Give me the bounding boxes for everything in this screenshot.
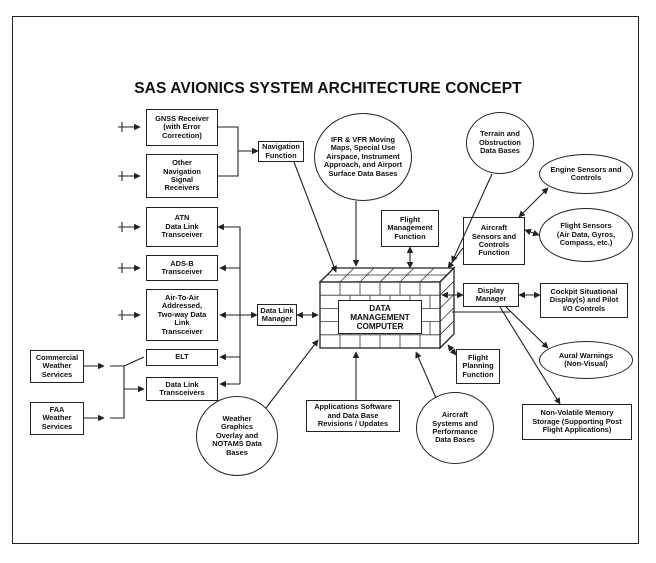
flight-sensors-oval: Flight Sensors (Air Data, Gyros, Compass…: [539, 208, 633, 262]
data-link-manager-label: Data Link Manager: [260, 305, 294, 323]
aural-warnings-label: Aural Warnings (Non-Visual): [558, 350, 614, 368]
display-manager-label: Display Manager: [475, 285, 507, 303]
flight-planning-function-label: Flight Planning Function: [462, 352, 494, 379]
terrain-to-dmc: [451, 173, 493, 263]
elt-box: ELT: [146, 349, 218, 366]
aircraft-sensors-controls-label: Aircraft Sensors and Controls Function: [471, 223, 517, 258]
non-volatile-memory-label: Non-Volatile Memory Storage (Supporting …: [532, 408, 622, 435]
other-navigation-receivers-label: Other Navigation Signal Receivers: [163, 158, 201, 193]
applications-software-label: Applications Software and Data Base Revi…: [314, 402, 392, 429]
data-link-transceivers-label: Data Link Transceivers: [159, 379, 205, 397]
aircraft-systems-performance-db-oval: Aircraft Systems and Performance Data Ba…: [416, 392, 494, 464]
flight-planning-to-dmc: [447, 344, 457, 356]
data-management-computer-label: DATA MANAGEMENT COMPUTER: [338, 300, 422, 334]
faa-weather-services-box: FAA Weather Services: [30, 402, 84, 435]
non-volatile-memory-box: Non-Volatile Memory Storage (Supporting …: [522, 404, 632, 440]
ifr-vfr-maps-database-oval: IFR & VFR Moving Maps, Special Use Airsp…: [314, 113, 412, 201]
ifr-vfr-maps-database-label: IFR & VFR Moving Maps, Special Use Airsp…: [323, 134, 403, 178]
connectors-group: [84, 122, 561, 422]
air-to-air-transceiver-label: Air-To-Air Addressed, Two-way Data Link …: [157, 292, 207, 336]
display-manager-to-memory: [499, 306, 561, 405]
data-link-manager-box: Data Link Manager: [257, 304, 297, 326]
aural-warnings-oval: Aural Warnings (Non-Visual): [539, 341, 633, 379]
flight-planning-function-box: Flight Planning Function: [456, 349, 500, 384]
weather-to-elt: [123, 356, 145, 367]
flight-sensors-label: Flight Sensors (Air Data, Gyros, Compass…: [556, 221, 616, 248]
weather-bus: [110, 365, 125, 419]
flight-management-function-label: Flight Management Function: [387, 214, 433, 241]
dmc-side-face: [439, 266, 455, 350]
cockpit-display-label: Cockpit Situational Display(s) and Pilot…: [549, 286, 619, 313]
nav-function-to-dmc: [293, 161, 337, 273]
atn-transceiver-label: ATN Data Link Transceiver: [161, 213, 203, 240]
diagram-frame: [12, 16, 639, 544]
dmc-side-row: [439, 320, 455, 336]
data-link-transceivers-box: Data Link Transceivers: [146, 377, 218, 401]
faa-weather-services-label: FAA Weather Services: [41, 404, 73, 431]
diagram-title: SAS AVIONICS SYSTEM ARCHITECTURE CONCEPT: [134, 80, 522, 97]
commercial-weather-services-label: Commercial Weather Services: [35, 352, 79, 379]
adsb-transceiver-label: ADS-B Transceiver: [161, 258, 203, 276]
gnss-receiver-label: GNSS Receiver (with Error Correction): [155, 113, 209, 140]
terrain-obstruction-database-label: Terrain and Obstruction Data Bases: [479, 129, 521, 156]
applications-software-box: Applications Software and Data Base Revi…: [306, 400, 400, 432]
other-navigation-receivers-box: Other Navigation Signal Receivers: [146, 154, 218, 198]
elt-label: ELT: [175, 352, 189, 362]
terrain-obstruction-database-oval: Terrain and Obstruction Data Bases: [466, 112, 534, 174]
aircraft-systems-performance-db-label: Aircraft Systems and Performance Data Ba…: [432, 410, 478, 445]
weather-graphics-notams-oval: Weather Graphics Overlay and NOTAMS Data…: [196, 396, 278, 476]
engine-sensors-oval: Engine Sensors and Controls: [539, 154, 633, 194]
cockpit-display-box: Cockpit Situational Display(s) and Pilot…: [540, 283, 628, 318]
data-management-computer-text: DATA MANAGEMENT COMPUTER: [350, 303, 410, 331]
adsb-transceiver-box: ADS-B Transceiver: [146, 255, 218, 281]
commercial-weather-services-box: Commercial Weather Services: [30, 350, 84, 383]
display-manager-to-aural: [505, 306, 549, 349]
receivers-bus: [218, 126, 239, 177]
aircraft-sensors-to-engine-sensors: [518, 187, 549, 218]
weather-graphics-to-dmc: [265, 339, 319, 409]
navigation-function-label: Navigation Function: [262, 142, 300, 160]
aircraft-sensors-controls-box: Aircraft Sensors and Controls Function: [463, 217, 525, 265]
aircraft-sensors-to-dmc: [447, 247, 464, 269]
aircraft-sensors-to-flight-sensors: [524, 228, 540, 237]
weather-graphics-notams-label: Weather Graphics Overlay and NOTAMS Data…: [212, 413, 262, 457]
engine-sensors-label: Engine Sensors and Controls: [550, 164, 622, 182]
gnss-receiver-box: GNSS Receiver (with Error Correction): [146, 109, 218, 146]
aircraft-systems-db-to-dmc: [415, 351, 437, 399]
dmc-side-row: [439, 307, 455, 322]
air-to-air-transceiver-box: Air-To-Air Addressed, Two-way Data Link …: [146, 289, 218, 341]
data-link-bus: [217, 223, 241, 384]
